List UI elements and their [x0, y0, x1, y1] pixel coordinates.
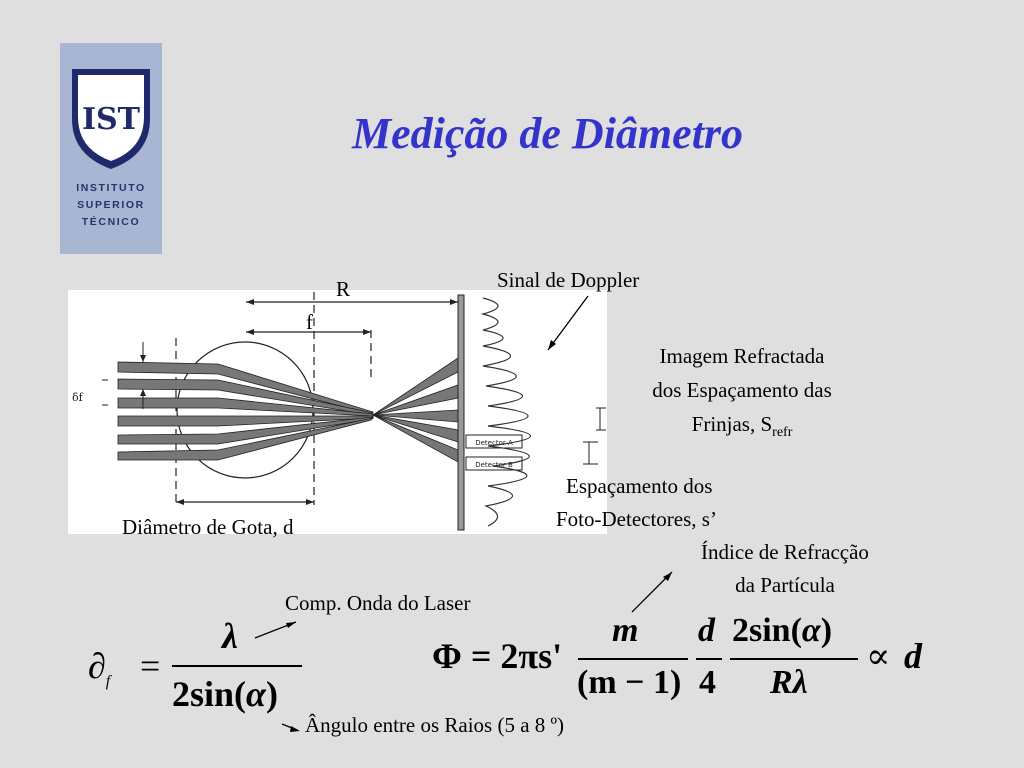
laser-beams [117, 357, 459, 463]
wavelength-label: Comp. Onda do Laser [285, 591, 471, 615]
optical-diagram-drawing: δf Detector A Detector B [72, 292, 606, 531]
formula2-f2-numerator: d [698, 612, 715, 649]
formula2-f3-denominator: Rλ [770, 664, 808, 701]
formula2-f3-numerator: 2sin(α) [732, 612, 833, 649]
formula2-f1-numerator: m [612, 612, 639, 649]
formula1-fraction-line [172, 665, 302, 667]
angle-label: Ângulo entre os Raios (5 a 8 º) [305, 713, 565, 737]
image-label-line2: dos Espaçamento das [652, 378, 832, 402]
logo-line-2: SUPERIOR [77, 199, 145, 211]
doppler-wave [480, 297, 531, 527]
formula2-f2-line [696, 658, 722, 660]
detector-a-label: Detector A [475, 439, 513, 447]
ist-shield-icon: IST [72, 69, 150, 169]
logo-line-3: TÉCNICO [81, 216, 141, 228]
formula2-lhs: Φ = 2πs' [432, 636, 563, 676]
spacing-label-line1: Espaçamento dos [566, 474, 713, 498]
formula2-f1-line [578, 658, 688, 660]
refraction-label-line1: Índice de Refracção [701, 540, 869, 564]
diameter-label: Diâmetro de Gota, d [122, 515, 294, 539]
spacing-label-line2: Foto-Detectores, s’ [556, 507, 717, 531]
detector-b-label: Detector B [475, 461, 513, 469]
page-title: Medição de Diâmetro [352, 109, 744, 158]
delta-label: δf [72, 391, 84, 404]
formula1-lhs: ∂f [88, 646, 111, 691]
formula1-numerator: λ [222, 616, 238, 656]
image-label-line1: Imagem Refractada [659, 344, 825, 368]
image-label-line3: Frinjas, Srefr [691, 412, 793, 441]
refraction-label-line2: da Partícula [735, 573, 835, 597]
label-r: R [336, 277, 351, 301]
label-f: f [306, 310, 313, 334]
detector-b [465, 456, 523, 471]
formula1-equals: = [140, 646, 161, 686]
formula2-rhs: d [904, 636, 922, 676]
formula2-f1-denominator: (m − 1) [577, 664, 682, 701]
formula2-proportional: ∝ [866, 636, 891, 676]
detector-a [465, 434, 523, 449]
logo-emblem-text: IST [82, 102, 141, 137]
detector-plate [457, 294, 465, 531]
ist-logo: IST INSTITUTO SUPERIOR TÉCNICO [60, 43, 162, 254]
formula2-f3-line [730, 658, 858, 660]
logo-line-1: INSTITUTO [76, 182, 146, 194]
formula1-denominator: 2sin(α) [172, 674, 278, 714]
doppler-label: Sinal de Doppler [497, 268, 640, 292]
optical-diagram: δf Detector A Detector B [68, 290, 607, 534]
formula2-f2-denominator: 4 [699, 664, 716, 701]
